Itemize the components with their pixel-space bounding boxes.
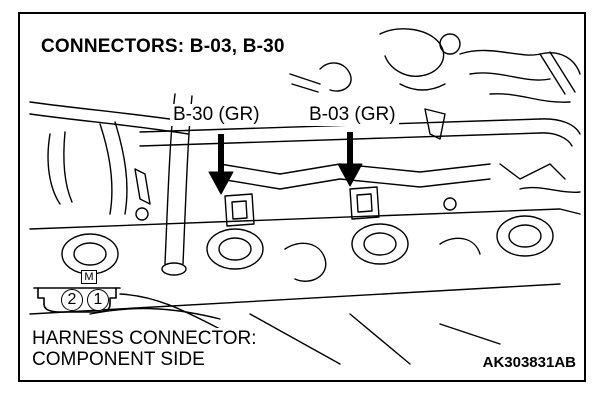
connector-key-mark: M	[81, 270, 97, 284]
b30-arrow	[208, 134, 234, 195]
harness-connector-caption: HARNESS CONNECTOR: COMPONENT SIDE	[32, 328, 261, 370]
figure-code: AK303831AB	[478, 354, 576, 371]
connector-face-outline	[33, 287, 121, 313]
diagram-title: CONNECTORS: B-03, B-30	[38, 36, 288, 58]
engine-line-drawing	[29, 28, 581, 365]
connector-pin-1: 1	[87, 289, 109, 311]
connector-pin-2: 2	[61, 289, 83, 311]
engine-components	[29, 28, 581, 365]
b03-arrow	[337, 132, 363, 187]
connector-leader-line	[119, 293, 231, 335]
diagram-frame: CONNECTORS: B-03, B-30 B-30 (GR) B-03 (G…	[18, 12, 586, 382]
caption-line-2: COMPONENT SIDE	[32, 349, 205, 370]
callout-b30-label: B-30 (GR)	[170, 104, 263, 126]
callout-b03-label: B-03 (GR)	[306, 104, 399, 126]
caption-line-1: HARNESS CONNECTOR:	[32, 328, 257, 349]
